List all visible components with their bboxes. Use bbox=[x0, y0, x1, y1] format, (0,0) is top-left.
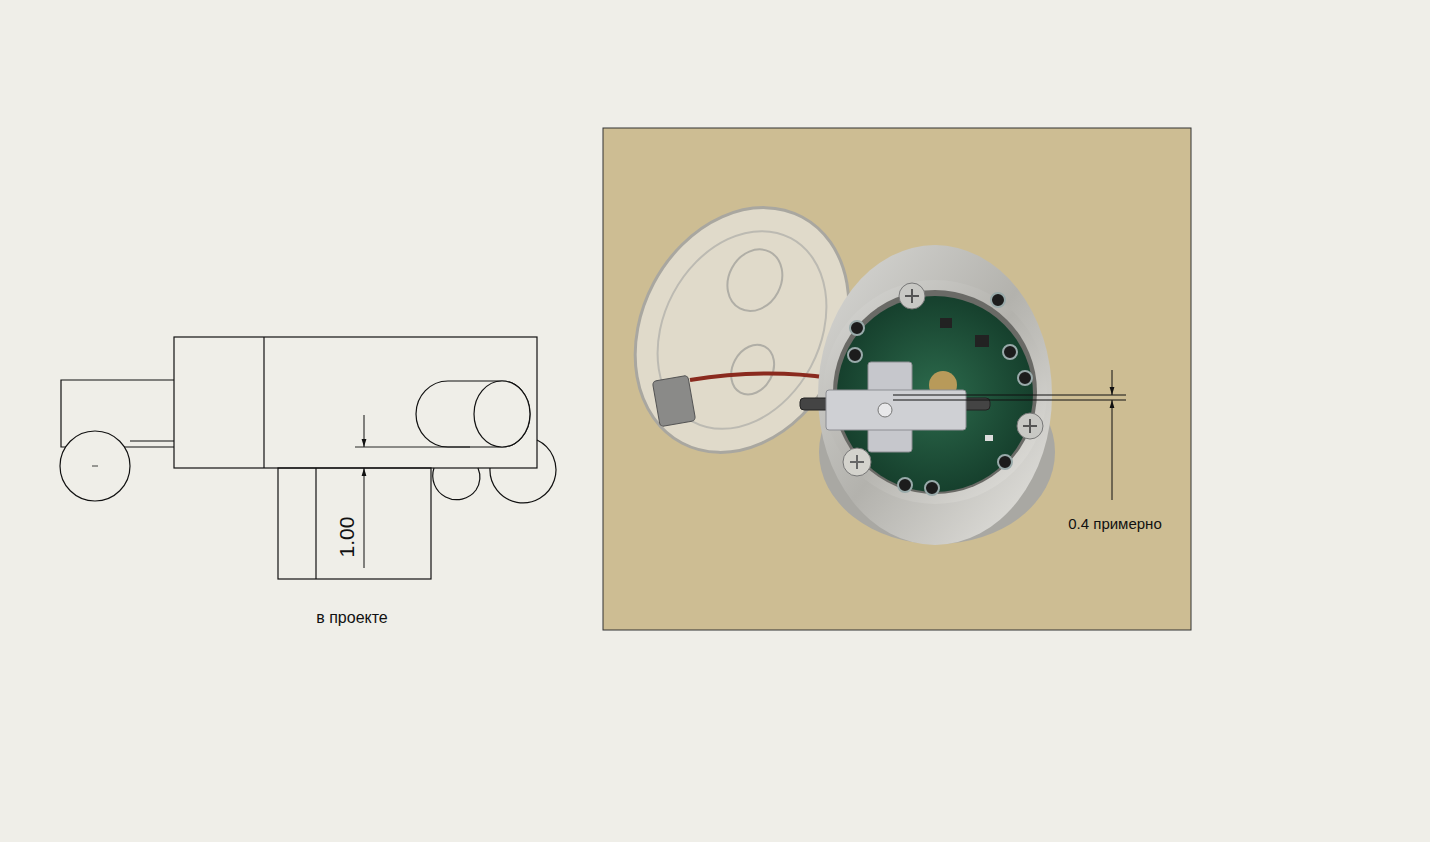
technical-drawing bbox=[60, 337, 556, 579]
dimension-value: 1.00 bbox=[335, 517, 358, 558]
dimension-note: 0.4 примерно bbox=[1068, 516, 1162, 533]
caption-label: в проекте bbox=[316, 609, 388, 627]
device-photo bbox=[594, 128, 1191, 630]
